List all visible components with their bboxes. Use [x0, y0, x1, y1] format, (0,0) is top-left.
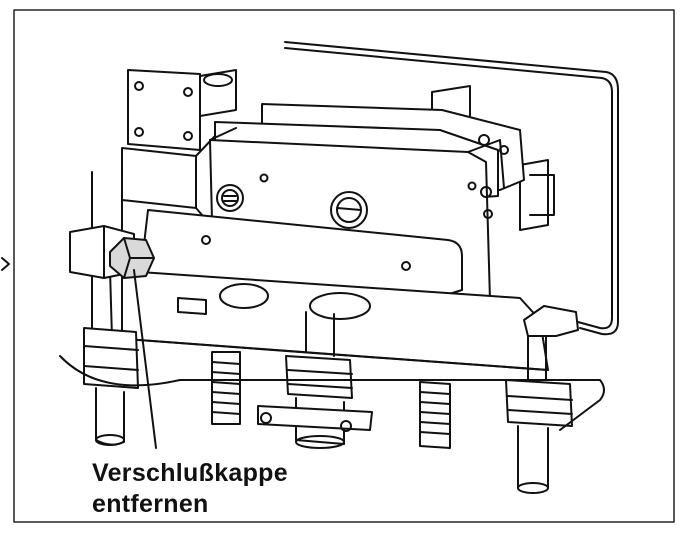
mounting-bracket: [127, 69, 237, 151]
threaded-fitting-right: [419, 381, 451, 449]
right-pipe: [505, 305, 579, 494]
side-bracket: [431, 85, 555, 231]
callout-leader: [133, 269, 157, 449]
closure-cap: [109, 237, 155, 279]
threaded-fitting-left: [211, 351, 241, 425]
callout-label: Verschlußkappe entfernen: [92, 458, 288, 520]
clamp-strap: [59, 355, 605, 432]
figure-border: [13, 9, 675, 523]
arrow-right-icon: [1, 257, 10, 271]
return-pipe: [284, 41, 619, 336]
callout-line-2: entfernen: [92, 490, 209, 518]
callout-line-1: Verschlußkappe: [92, 459, 288, 487]
base-plate: [109, 269, 549, 371]
